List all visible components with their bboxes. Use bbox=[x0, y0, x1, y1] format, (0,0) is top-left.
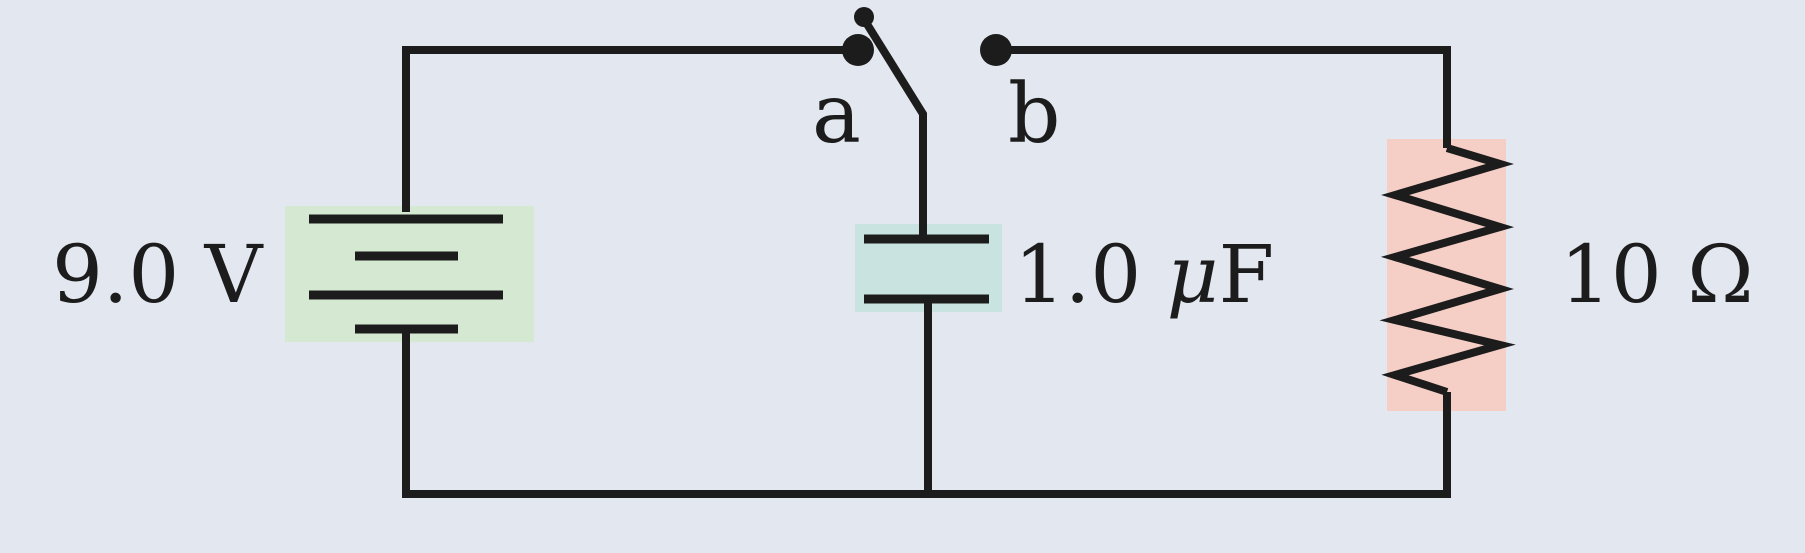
capacitor-icon bbox=[864, 234, 989, 304]
capacitor-label: 1.0 μF bbox=[1014, 228, 1274, 321]
terminal-b-label: b bbox=[1008, 67, 1061, 162]
capacitor-label-unit: F bbox=[1219, 228, 1275, 321]
right-bottom-wire bbox=[928, 392, 1451, 498]
battery-label: 9.0 V bbox=[52, 228, 264, 321]
battery-icon bbox=[309, 214, 503, 334]
terminal-b-dot bbox=[980, 34, 1012, 66]
left-bottom-wire bbox=[402, 330, 928, 498]
switch-arm bbox=[858, 13, 927, 238]
capacitor-label-mu: μ bbox=[1167, 228, 1219, 321]
right-top-wire bbox=[996, 46, 1451, 148]
terminal-a-dot bbox=[842, 34, 874, 66]
terminal-a-label: a bbox=[812, 67, 861, 162]
resistor-icon bbox=[1379, 144, 1516, 396]
resistor-label: 10 Ω bbox=[1560, 228, 1754, 321]
battery-highlight bbox=[285, 206, 534, 342]
switch-pivot-dot bbox=[854, 7, 874, 27]
left-top-wire bbox=[402, 46, 856, 212]
capacitor-label-value: 1.0 bbox=[1014, 228, 1167, 321]
switch-icon bbox=[842, 7, 1012, 66]
